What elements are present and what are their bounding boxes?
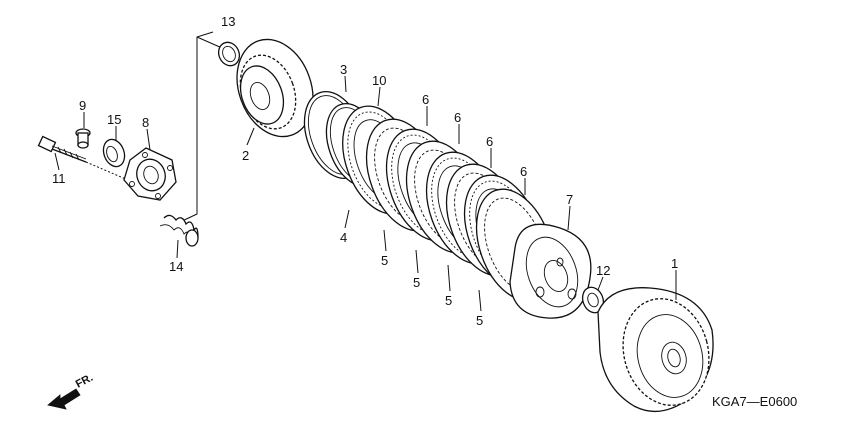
leader-4: [344, 209, 350, 229]
callout-7: 7: [566, 192, 573, 207]
leader-3: [344, 75, 347, 93]
leader-8: [146, 128, 151, 151]
callout-12: 12: [596, 263, 610, 278]
callout-13: 13: [221, 14, 235, 29]
callout-6c: 6: [486, 134, 493, 149]
leader-2: [246, 127, 255, 146]
leader-5b: [415, 249, 419, 274]
callout-6a: 6: [422, 92, 429, 107]
spring-14: [159, 214, 199, 247]
leader-5a: [383, 229, 387, 252]
snap-ring-13: [217, 41, 241, 67]
front-direction-arrow: FR.: [47, 372, 95, 410]
leader-5c: [447, 264, 451, 292]
callout-11: 11: [52, 171, 66, 186]
callout-4: 4: [340, 230, 347, 245]
callout-5d: 5: [476, 313, 483, 328]
leader-12: [597, 276, 604, 291]
callout-5c: 5: [445, 293, 452, 308]
clutch-outer-1: [597, 287, 714, 413]
group-bracket-line: [179, 31, 214, 223]
leader-5d: [478, 289, 482, 312]
clutch-center-7: [509, 223, 592, 319]
bracket-link-13: [196, 36, 223, 49]
bearing-15: [102, 138, 126, 168]
callout-6d: 6: [520, 164, 527, 179]
callout-6b: 6: [454, 110, 461, 125]
lifter-plate-8: [123, 147, 177, 201]
diagram-code: KGA7—E0600: [712, 394, 797, 409]
leader-11: [54, 152, 60, 171]
leader-7: [567, 205, 571, 231]
leader-14: [176, 239, 179, 259]
callout-10: 10: [372, 73, 386, 88]
callout-9: 9: [79, 98, 86, 113]
callout-8: 8: [142, 115, 149, 130]
callout-15: 15: [107, 112, 121, 127]
bolt-11: [37, 135, 87, 163]
pressure-plate-2: [236, 38, 314, 138]
leader-10: [377, 86, 381, 107]
callout-5b: 5: [413, 275, 420, 290]
callout-5a: 5: [381, 253, 388, 268]
callout-14: 14: [169, 259, 183, 274]
callout-2: 2: [242, 148, 249, 163]
pin-9: [75, 128, 91, 149]
callout-1: 1: [671, 256, 678, 271]
callout-3: 3: [340, 62, 347, 77]
direction-label: FR.: [74, 372, 95, 391]
